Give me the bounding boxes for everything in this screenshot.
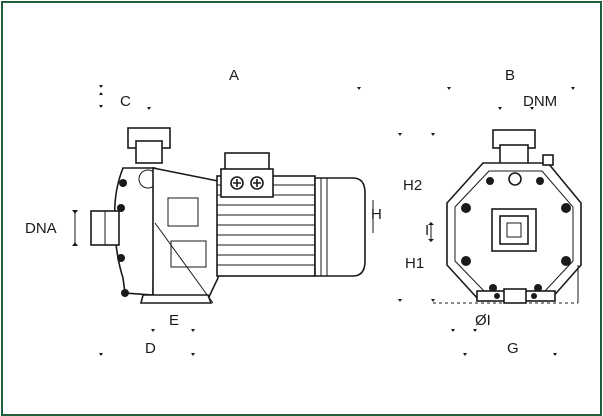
dim-label-g: G [507,340,519,357]
dim-label-h2: H2 [403,177,422,194]
dim-label-h: H [371,206,382,223]
dim-label-dnm: DNM [523,93,557,110]
fan-cover [314,177,366,277]
dim-label-d: D [145,340,156,357]
pump-foot [139,294,213,304]
pump-dimension-drawing: A B C DNM H2 H DNA I H1 E ØI D G [25,67,582,357]
dim-label-oi: ØI [475,312,491,329]
pump-bracket [152,167,219,300]
pump-volute [113,167,156,296]
dim-label-dna: DNA [25,220,57,237]
dim-label-a: A [229,67,239,84]
dim-label-c: C [120,93,131,110]
dim-label-h1: H1 [405,255,424,272]
pump-front-view [433,129,582,304]
dim-label-e: E [169,312,179,329]
dim-label-i: I [425,222,429,239]
side-dimension-markers [72,85,374,356]
front-outlet-neck [499,144,529,166]
pump-side-view [90,127,366,304]
dim-label-b: B [505,67,515,84]
front-dimension-markers [398,87,575,356]
terminal-box [220,168,274,198]
outlet-neck [135,140,163,164]
